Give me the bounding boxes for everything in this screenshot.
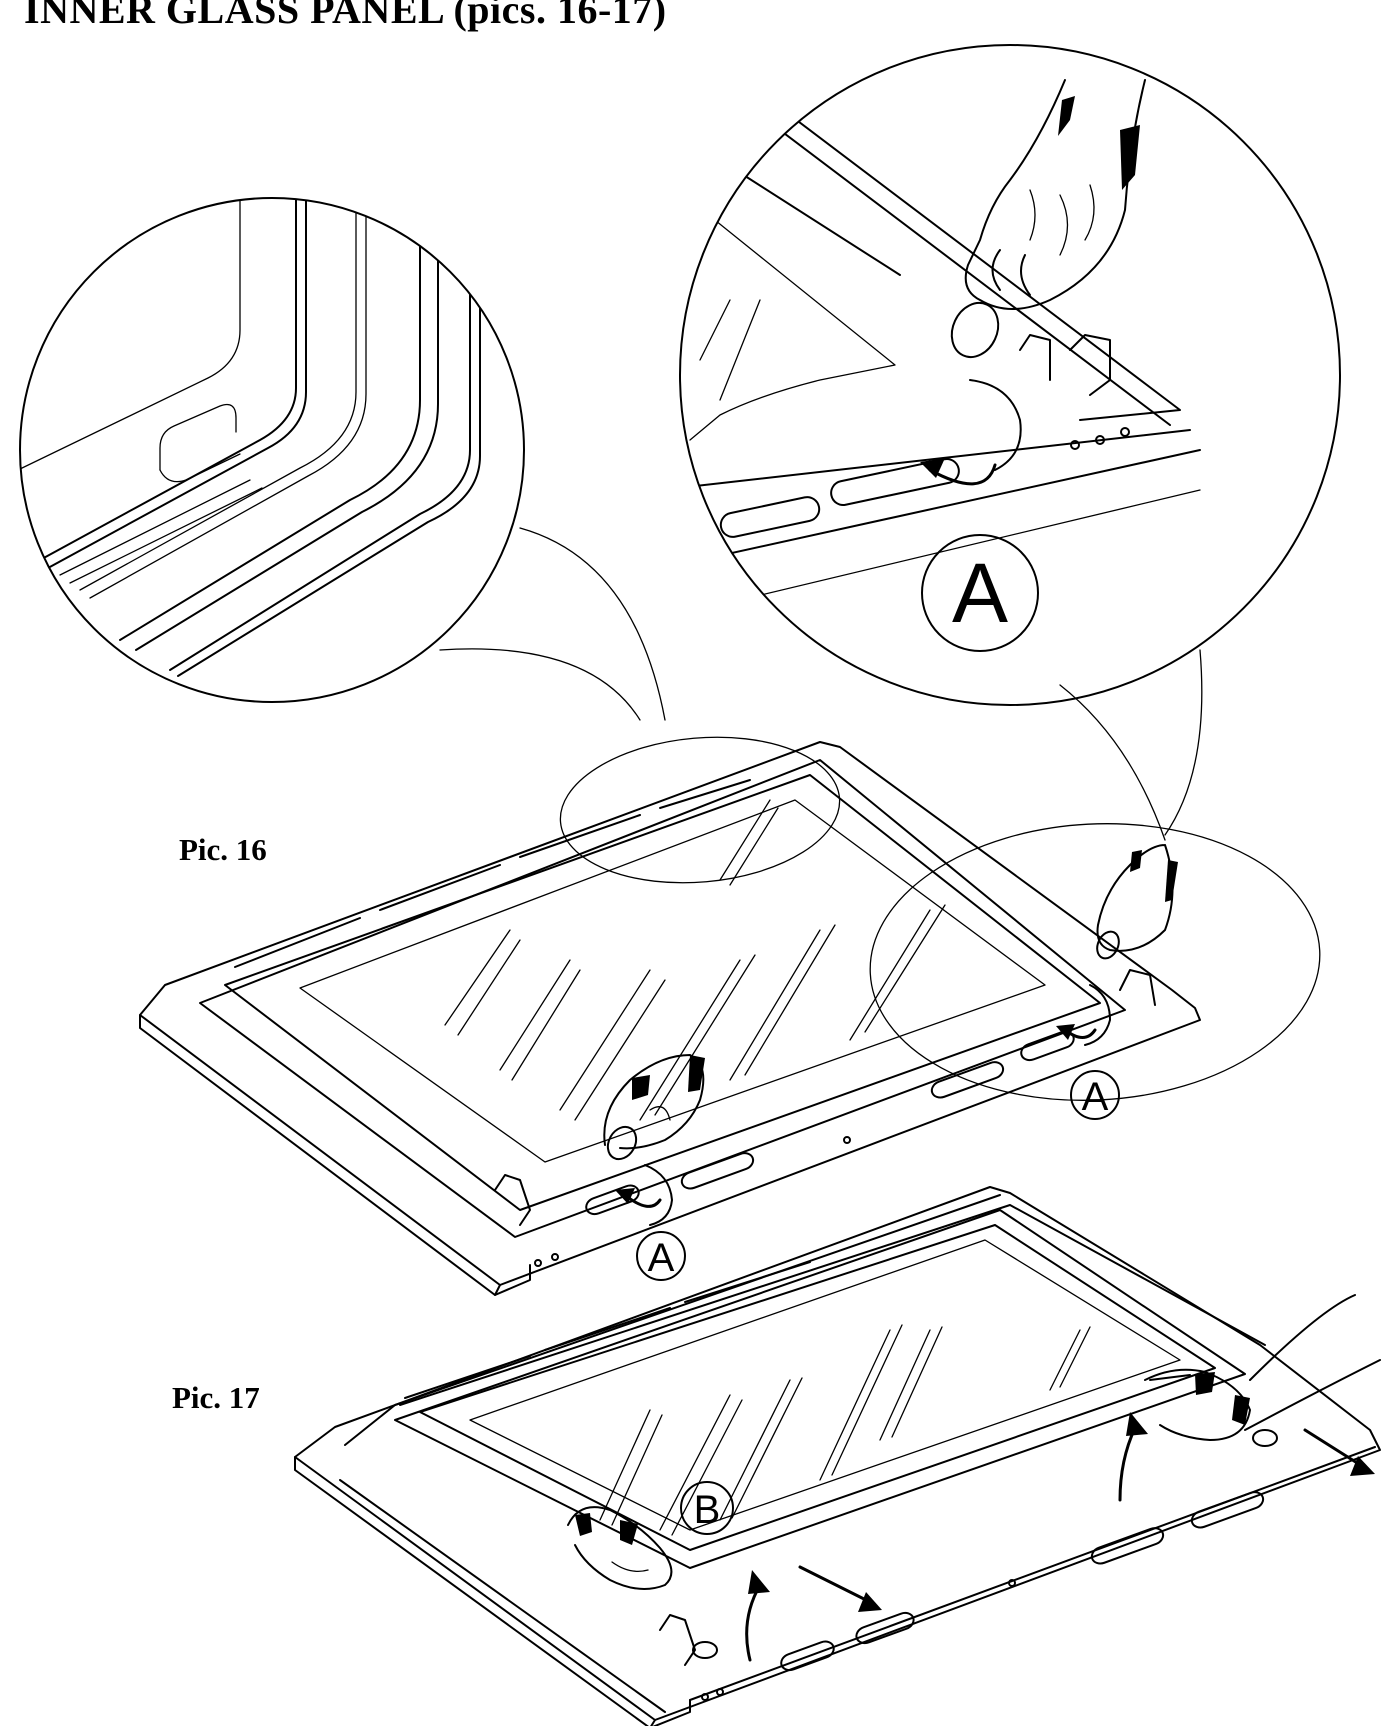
- callout-a-small-right: A: [1070, 1070, 1120, 1120]
- slide-arrow-icon: [1303, 1428, 1364, 1468]
- svg-text:B: B: [694, 1488, 721, 1532]
- zoom-area-ellipse-left: [559, 736, 841, 884]
- page-title: INNER GLASS PANEL (pics. 16-17): [24, 0, 667, 32]
- svg-text:A: A: [1082, 1075, 1109, 1119]
- hand-icon: [964, 79, 1146, 310]
- detail-magnifier-corner: [19, 197, 525, 703]
- hand-icon: [1096, 844, 1178, 960]
- leader-line-right-2: [1164, 649, 1203, 836]
- leader-line-right: [1059, 684, 1166, 841]
- oven-door-pic16: [139, 741, 1201, 1296]
- hand-icon: [603, 1054, 705, 1150]
- leader-line-left: [519, 527, 666, 721]
- leader-line-left-2: [439, 648, 641, 721]
- figure-label-pic16: Pic. 16: [179, 832, 267, 867]
- callout-a-small-left: A: [636, 1231, 686, 1281]
- zoom-area-ellipse-right: [869, 823, 1321, 1101]
- figure-label-pic17: Pic. 17: [172, 1380, 260, 1415]
- callout-b: B: [680, 1481, 734, 1535]
- hand-icon: [1144, 1294, 1381, 1441]
- callout-a-label-large: A: [952, 546, 1008, 640]
- rotate-arrow-icon: [928, 463, 997, 486]
- slide-arrow-icon: [798, 1565, 872, 1604]
- lift-arrow-icon: [745, 1583, 762, 1662]
- oven-door-pic17: B: [294, 1186, 1381, 1726]
- callout-a-circle-large: [921, 534, 1039, 652]
- detail-magnifier-clip: A: [679, 44, 1341, 706]
- lift-arrow-icon: [1118, 1426, 1137, 1502]
- svg-text:A: A: [648, 1236, 675, 1280]
- hand-icon: [567, 1506, 673, 1590]
